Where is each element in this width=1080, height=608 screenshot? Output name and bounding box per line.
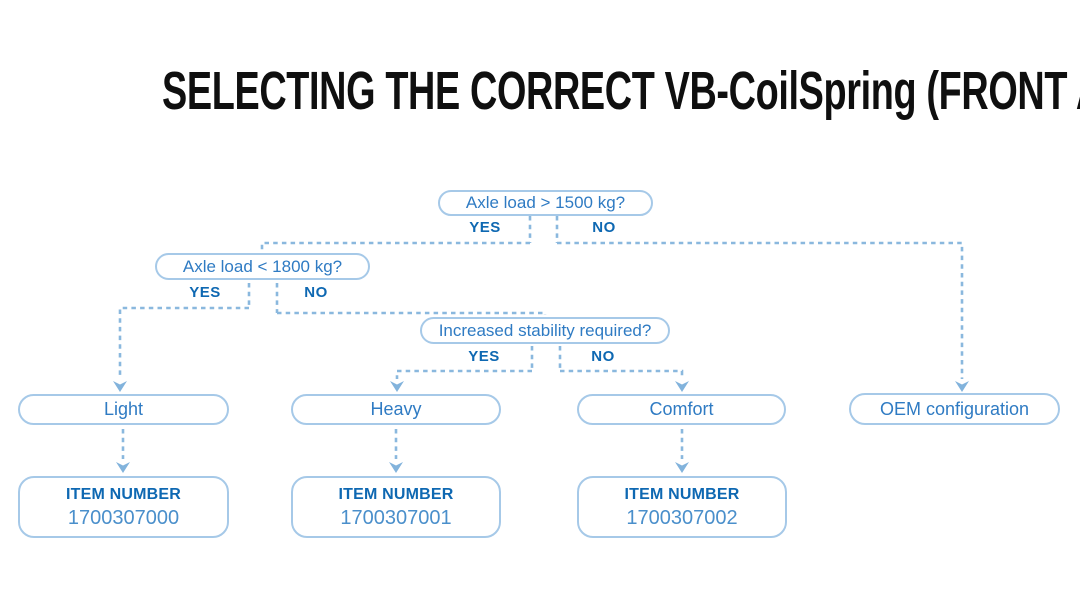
- arrowhead-heavy: [390, 381, 404, 392]
- arrowhead-light: [113, 381, 127, 392]
- branch-label-no: NO: [592, 219, 616, 236]
- connector-q3-yes-to-heavy: [395, 369, 532, 379]
- result-light: Light: [18, 394, 229, 425]
- connector-q3-no-to-comfort: [560, 369, 684, 379]
- arrowhead-item-3: [675, 462, 689, 473]
- connector-q2-no-to-q3: [277, 311, 547, 315]
- result-comfort: Comfort: [577, 394, 786, 425]
- branch-label-no: NO: [591, 348, 615, 365]
- branch-label-no: NO: [304, 284, 328, 301]
- branch-label-yes: YES: [469, 219, 501, 236]
- arrowhead-item-2: [389, 462, 403, 473]
- decision-axle-load-1500: Axle load > 1500 kg?: [438, 190, 653, 216]
- arrowhead-oem: [955, 381, 969, 392]
- connector-q1-yes-to-q2: [260, 241, 530, 251]
- branch-label-yes: YES: [189, 284, 221, 301]
- connector-q2-yes-to-light: [118, 306, 249, 379]
- item-number-value: 1700307002: [626, 507, 738, 529]
- connector-q1-no-to-oem: [557, 241, 964, 379]
- item-number-heading: ITEM NUMBER: [65, 486, 182, 503]
- result-heavy: Heavy: [291, 394, 501, 425]
- item-card-heavy: ITEM NUMBER 1700307001: [291, 476, 501, 538]
- result-oem-configuration: OEM configuration: [849, 393, 1060, 425]
- arrowhead-comfort: [675, 381, 689, 392]
- arrowhead-item-1: [116, 462, 130, 473]
- item-number-value: 1700307001: [340, 507, 452, 529]
- item-card-light: ITEM NUMBER 1700307000: [18, 476, 229, 538]
- decision-increased-stability: Increased stability required?: [420, 317, 670, 344]
- item-number-heading: ITEM NUMBER: [338, 486, 454, 503]
- branch-label-yes: YES: [468, 348, 500, 365]
- item-number-heading: ITEM NUMBER: [624, 486, 740, 503]
- decision-axle-load-1800: Axle load < 1800 kg?: [155, 253, 370, 280]
- item-number-value: 1700307000: [67, 507, 180, 529]
- item-card-comfort: ITEM NUMBER 1700307002: [577, 476, 787, 538]
